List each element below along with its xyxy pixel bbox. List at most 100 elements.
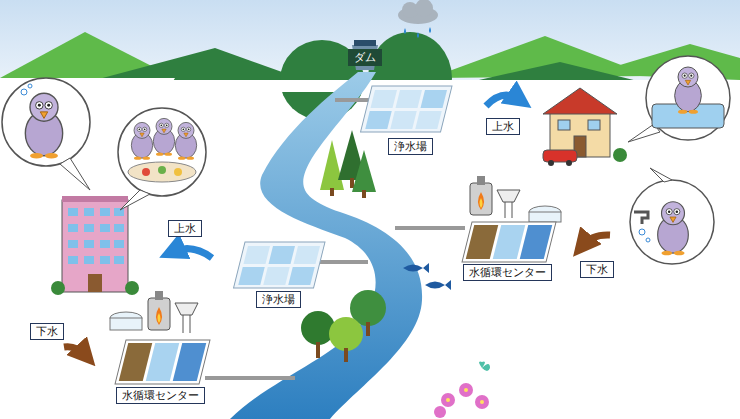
apartment-building xyxy=(84,224,94,232)
water-recycling-center xyxy=(173,343,206,381)
flowers xyxy=(459,383,473,397)
water-treatment-plant xyxy=(238,267,264,285)
speech-bubble xyxy=(2,56,730,264)
apartment-building xyxy=(114,256,124,264)
water-recycling-center xyxy=(477,176,485,185)
label-text: 下水 xyxy=(586,263,608,276)
label-box: 水循環センター xyxy=(116,387,205,404)
fish xyxy=(403,263,451,290)
apartment-building xyxy=(68,208,78,216)
water-recycling-center xyxy=(148,298,170,330)
supply-arrow xyxy=(486,95,520,106)
speech-bubble xyxy=(634,212,648,224)
pipes xyxy=(205,100,465,378)
apartment-building xyxy=(51,281,65,295)
fish xyxy=(425,280,451,290)
label-box: 下水 xyxy=(580,261,614,278)
label-box: 水循環センター xyxy=(463,264,552,281)
fish xyxy=(403,263,429,273)
water-recycling-center xyxy=(175,303,198,315)
flowers xyxy=(434,406,446,418)
pipes xyxy=(335,98,372,102)
house xyxy=(558,120,570,130)
pipes xyxy=(205,376,295,380)
apartment-building xyxy=(62,200,128,292)
sewage-arrow xyxy=(64,347,86,356)
speech-bubble xyxy=(658,202,689,256)
speech-bubble xyxy=(142,168,150,176)
water-recycling-center xyxy=(478,192,484,210)
apartment-building xyxy=(68,240,78,248)
water-recycling-center xyxy=(158,313,161,323)
speech-bubble xyxy=(175,122,196,159)
river xyxy=(230,72,422,419)
label-box: 上水 xyxy=(168,220,202,237)
apartment-building xyxy=(100,256,110,264)
label-box: 浄水場 xyxy=(256,291,301,308)
dam xyxy=(354,40,376,46)
water-recycling-center xyxy=(190,315,191,333)
water-treatment-plant xyxy=(365,111,391,129)
water-treatment-plant xyxy=(396,90,422,108)
mountains xyxy=(0,32,740,419)
apartment-building xyxy=(84,256,94,264)
pipes xyxy=(320,260,368,264)
house xyxy=(548,160,554,166)
water-treatment-plant xyxy=(371,90,397,108)
water-recycling-center xyxy=(520,225,552,259)
pipes xyxy=(395,226,465,230)
flowers xyxy=(434,362,490,418)
speech-bubble xyxy=(60,158,90,190)
label-text: 上水 xyxy=(174,222,196,235)
apartment-building xyxy=(62,196,128,202)
apartment-building xyxy=(114,240,124,248)
water-recycling-center xyxy=(115,340,210,384)
water-recycling-center xyxy=(497,190,520,202)
speech-bubble xyxy=(118,108,206,196)
label-box: 下水 xyxy=(30,323,64,340)
apartment-building xyxy=(68,224,78,232)
water-recycling-center xyxy=(115,340,210,384)
label-text: 浄水場 xyxy=(262,293,295,306)
rain-cloud xyxy=(398,0,438,38)
water-treatment-plant xyxy=(288,267,314,285)
speech-bubble xyxy=(646,238,650,242)
speech-bubble xyxy=(2,78,90,166)
apartment-building xyxy=(100,208,110,216)
house xyxy=(613,148,627,162)
trees xyxy=(301,311,335,345)
water-treatment-plant xyxy=(263,267,289,285)
water-treatment-plant xyxy=(415,111,441,129)
water-treatment-plant xyxy=(361,86,452,132)
flowers xyxy=(446,398,450,402)
speech-bubble xyxy=(131,122,152,159)
apartment-building xyxy=(84,208,94,216)
water-recycling-center xyxy=(156,307,162,325)
speech-bubble xyxy=(646,56,730,140)
speech-bubble xyxy=(28,84,32,88)
speech-bubble xyxy=(21,89,27,95)
label-text: ダム xyxy=(354,51,376,64)
dam-label: ダム xyxy=(348,49,382,66)
water-treatment-plant xyxy=(421,90,447,108)
house xyxy=(566,160,572,166)
speech-bubble xyxy=(675,67,702,114)
water-recycling-center xyxy=(462,176,561,262)
apartment-building xyxy=(68,256,78,264)
water-recycling-center xyxy=(466,225,498,259)
house xyxy=(588,120,600,130)
label-text: 下水 xyxy=(36,325,58,338)
flowers xyxy=(464,388,468,392)
water-recycling-center xyxy=(512,202,513,218)
water-recycling-center xyxy=(470,183,492,215)
speech-bubble xyxy=(120,190,150,210)
house xyxy=(543,88,627,166)
trees xyxy=(352,150,376,192)
water-treatment-plant xyxy=(294,246,320,264)
water-recycling-center xyxy=(462,222,556,262)
apartment-building xyxy=(51,196,139,295)
water-recycling-center xyxy=(529,212,561,222)
sewage-arrow xyxy=(582,235,610,246)
water-treatment-plant xyxy=(234,242,325,288)
trees xyxy=(330,188,334,196)
